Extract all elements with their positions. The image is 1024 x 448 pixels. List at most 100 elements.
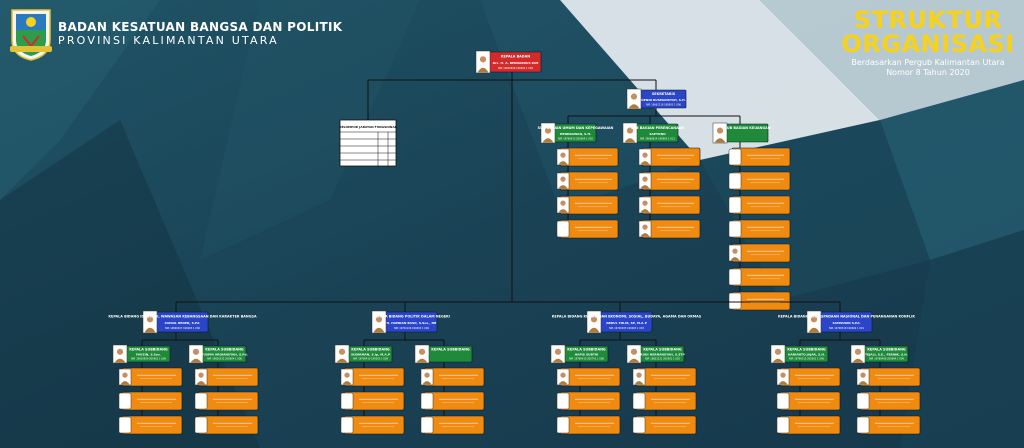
node-person: HAPIS SUBTIK — [575, 353, 599, 357]
staff-box — [556, 391, 621, 411]
empty-photo-frame — [556, 220, 570, 238]
empty-photo-frame — [340, 416, 354, 434]
person-icon — [642, 176, 648, 182]
person-icon — [560, 176, 566, 182]
person-icon — [860, 372, 866, 378]
empty-photo-frame — [728, 268, 742, 286]
person-icon — [716, 127, 724, 134]
uniform-icon — [416, 358, 428, 363]
functional-group-label: KELOMPOK JABATAN FUNGSIONAL — [339, 125, 396, 129]
node-id: NIP. 19810909 200901 1 009 — [131, 358, 166, 361]
staff-box — [556, 147, 619, 167]
uniform-icon — [120, 381, 130, 385]
person-icon — [122, 372, 128, 378]
staff-box — [728, 243, 791, 263]
staff-box — [194, 367, 259, 387]
uniform-icon — [858, 381, 868, 385]
uniform-icon — [730, 257, 740, 261]
node-role: KEPALA BADAN — [501, 55, 530, 59]
uniform-icon — [640, 185, 650, 189]
node-person: ZAINAL BEDEN, S.Pd. — [165, 321, 201, 325]
functional-group-box: KELOMPOK JABATAN FUNGSIONAL — [339, 119, 397, 167]
staff-box — [420, 415, 485, 435]
node-id: NIP. 19700410 199203 1 009 — [353, 358, 388, 361]
node-id: NIP. 19790315 200501 1 006 — [789, 358, 824, 361]
staff-box — [776, 391, 841, 411]
node-role: SUB BAGIAN KEUANGAN — [724, 126, 770, 130]
empty-photo-frame — [420, 416, 434, 434]
agency-name: BADAN KESATUAN BANGSA DAN POLITIK — [58, 20, 343, 34]
node-person: SUDIRMAN, S.Ip, M.A.P — [351, 353, 391, 357]
node-person: RUDI HERNANSYAH, S.STP — [640, 353, 685, 357]
person-icon — [375, 316, 383, 323]
division-node: KEPALA BIDANG IDEOLOGI, WAWASAN KEBANGSA… — [108, 310, 257, 334]
node-person: SAPTONO — [649, 132, 666, 136]
uniform-icon — [373, 327, 385, 333]
legal-basis-line1: Berdasarkan Pergub Kalimantan Utara — [851, 58, 1005, 67]
person-icon — [554, 348, 562, 355]
empty-photo-frame — [632, 416, 646, 434]
node-role: KEPALA SUBBIDANG — [787, 347, 826, 351]
node-role: KEPALA SUBBIDANG — [867, 347, 906, 351]
node-role: KEPALA SUBBIDANG — [129, 347, 168, 351]
staff-box — [638, 195, 701, 215]
node-role: KEPALA BIDANG KEWASPADAAN NASIONAL DAN P… — [778, 315, 915, 319]
subdivision-node: KEPALA SUBBIDANG SUDIRMAN, S.Ip, M.A.PNIP… — [334, 344, 393, 364]
node-id: NIP. 19780406 200604 1 009 — [869, 358, 904, 361]
uniform-icon — [114, 358, 126, 363]
node-role: KEPALA SUBBIDANG — [351, 347, 390, 351]
node-id: NIP. 19701106 199003 1 009 — [394, 327, 429, 330]
empty-photo-frame — [728, 292, 742, 310]
node-role: KEPALA SUBBIDANG — [643, 347, 682, 351]
empty-photo-frame — [194, 392, 208, 410]
node-person: ABDUL TOLIB, SE, M.A.P — [606, 321, 648, 325]
node-id: NIP. 19780410 200701 1 006 — [569, 358, 604, 361]
division-node: KEPALA BIDANG KETAHANAN EKONOMI, SOSIAL,… — [552, 310, 702, 334]
person-icon — [560, 372, 566, 378]
node-id: NIP. 19690407 199003 1 006 — [165, 327, 200, 330]
staff-box — [638, 147, 701, 167]
person-icon — [732, 248, 738, 254]
empty-photo-frame — [118, 416, 132, 434]
node-role: KEPALA SUBBIDANG — [431, 347, 470, 351]
person-icon — [780, 372, 786, 378]
staff-box — [118, 391, 183, 411]
node-role: SUB BAGIAN UMUM DAN KEPEGAWAIAN — [538, 126, 614, 130]
person-icon — [116, 348, 124, 355]
staff-box — [632, 415, 697, 435]
node-id: NIP. 19700518 199602 1 001 — [829, 327, 864, 330]
person-icon — [642, 224, 648, 230]
uniform-icon — [808, 327, 820, 333]
staff-box — [420, 391, 485, 411]
empty-photo-frame — [118, 392, 132, 410]
staff-box — [776, 367, 841, 387]
staff-box — [118, 367, 183, 387]
person-icon — [636, 372, 642, 378]
node-id: NIP. 19820325 200604 1 006 — [207, 358, 242, 361]
node-person: DENNI RUSMANSYAH, S.H. — [641, 98, 685, 102]
empty-photo-frame — [776, 392, 790, 410]
person-icon — [198, 372, 204, 378]
empty-photo-frame — [420, 392, 434, 410]
node-id: NIP. 19720405 199003 1 003 — [609, 327, 644, 330]
staff-box — [638, 219, 701, 239]
node-person: FAUZIN, S.Sos. — [136, 353, 161, 357]
empty-photo-frame — [728, 148, 742, 166]
node-person: Drs. H. A. BERNARDUS KUE — [493, 61, 539, 65]
staff-box — [728, 147, 791, 167]
staff-box — [728, 219, 791, 239]
staff-box — [632, 367, 697, 387]
staff-box — [638, 171, 701, 191]
node-id: NIP. 19660814 198903 1 011 — [640, 137, 675, 140]
staff-box — [556, 367, 621, 387]
subdivision-node: KEPALA SUBBIDANG — [414, 344, 473, 364]
